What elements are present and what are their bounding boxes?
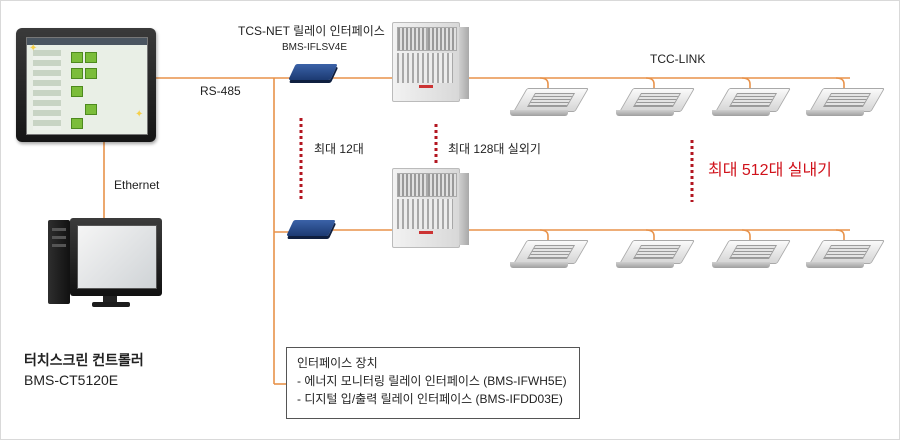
screen-tile [71, 86, 83, 97]
label-bms-iflsv4e: BMS-IFLSV4E [282, 42, 348, 53]
label-max-512: 최대 512대 실내기 [708, 162, 832, 179]
indoor-unit-base [616, 110, 674, 116]
screen-menu-column [33, 50, 61, 130]
screen-tile [71, 52, 83, 63]
relay-interface-top [288, 64, 338, 80]
pc-tower [48, 220, 70, 304]
outdoor-unit-bottom [392, 168, 469, 248]
monitor-base [92, 302, 130, 307]
monitor-stand [103, 296, 117, 302]
indoor-unit-base [806, 110, 864, 116]
indoor-unit-base [712, 110, 770, 116]
indoor-unit-base [616, 262, 674, 268]
outdoor-unit-top [392, 22, 469, 102]
interface-box-title: 인터페이스 장치 [297, 356, 378, 370]
label-ethernet: Ethernet [114, 178, 160, 192]
label-tcc-link: TCC-LINK [650, 52, 706, 66]
screen-header-bar [27, 38, 147, 45]
controller-screen: ✦ ✦ [26, 37, 148, 135]
controller-title: 터치스크린 컨트롤러 [24, 352, 144, 368]
label-max-12: 최대 12대 [314, 142, 364, 156]
interface-device-box: 인터페이스 장치 - 에너지 모니터링 릴레이 인터페이스 (BMS-IFWH5… [286, 347, 580, 419]
label-rs485: RS-485 [200, 84, 241, 98]
monitor-screen [77, 225, 157, 289]
touch-screen-controller: ✦ ✦ [16, 28, 156, 142]
label-tcs-net: TCS-NET 릴레이 인터페이스 [238, 24, 385, 38]
indoor-unit-base [712, 262, 770, 268]
screen-tile [71, 118, 83, 129]
indoor-unit-base [806, 262, 864, 268]
relay-interface-bottom [286, 220, 336, 236]
indoor-unit-base [510, 110, 568, 116]
spark-icon: ✦ [135, 109, 144, 120]
screen-tile [85, 68, 97, 79]
screen-tile [85, 52, 97, 63]
controller-model: BMS-CT5120E [24, 372, 119, 388]
interface-box-item: - 에너지 모니터링 릴레이 인터페이스 (BMS-IFWH5E) [297, 374, 567, 388]
monitor [70, 218, 162, 296]
indoor-unit-base [510, 262, 568, 268]
interface-box-item: - 디지털 입/출력 릴레이 인터페이스 (BMS-IFDD03E) [297, 392, 563, 406]
spark-icon: ✦ [29, 43, 38, 54]
screen-tile [71, 68, 83, 79]
label-max-128: 최대 128대 실외기 [448, 142, 541, 156]
screen-tile [85, 104, 97, 115]
